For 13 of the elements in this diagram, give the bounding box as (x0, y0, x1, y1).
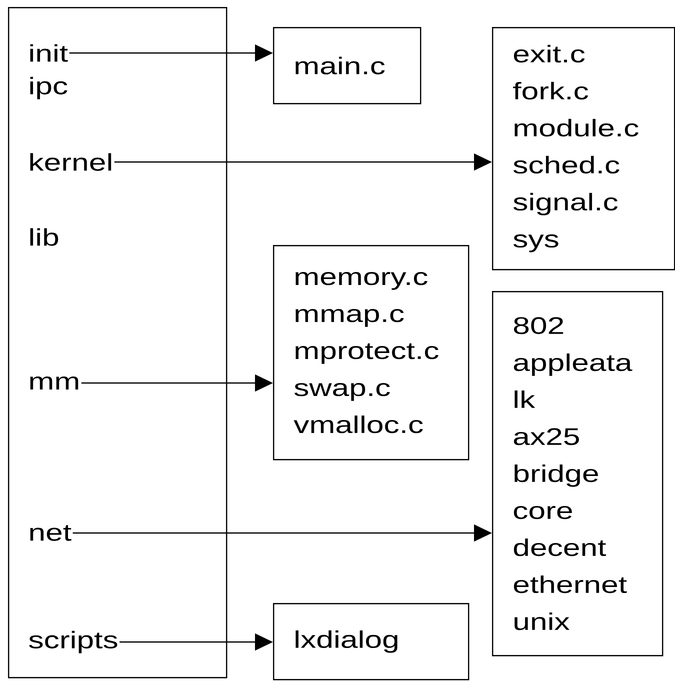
directory-label: net (30, 525, 72, 541)
file-list-box: lxdialog (273, 603, 470, 680)
directory-label: init (30, 44, 68, 62)
file-list-box: exit.c fork.c module.c sched.c signal.c sys (492, 27, 675, 270)
file-list-box: main.c (273, 27, 422, 104)
file-list-box: 802 appleata lk ax25 bridge core decent ethernet unix (492, 291, 664, 656)
file-list-box: memory.c mmap.c mprotect.c swap.c vmalloc.c (273, 245, 470, 460)
directory-box (8, 7, 228, 678)
directory-label: kernel (30, 153, 112, 171)
directory-label: mm (30, 376, 78, 390)
directory-label: ipc (30, 76, 68, 100)
directory-label: lib (30, 228, 58, 246)
directory-label: scripts (29, 630, 118, 654)
